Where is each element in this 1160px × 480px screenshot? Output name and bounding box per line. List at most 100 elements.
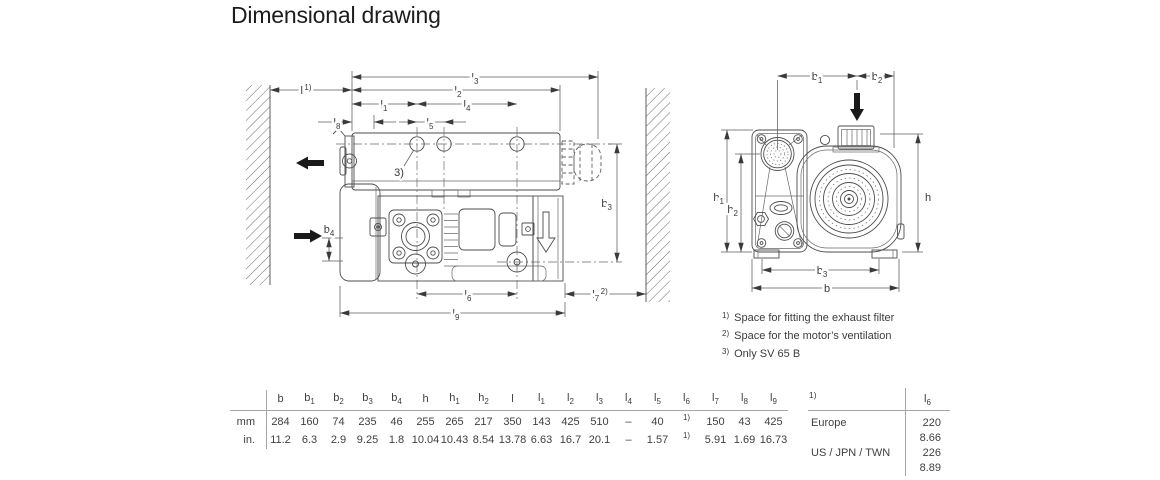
table-cell: 425	[764, 415, 783, 428]
dim-label-b: b	[824, 283, 830, 295]
column-header: h1	[449, 391, 460, 407]
region-label: Europe	[811, 416, 847, 429]
table-cell: 284	[271, 415, 290, 428]
dim-label-b3-front: b3	[817, 265, 828, 279]
table-cell: 43	[738, 415, 751, 428]
right-wall-hatch	[646, 88, 670, 302]
mount-arrow-down	[850, 93, 864, 121]
dim-label-l1: l1	[381, 99, 388, 113]
footnote-text: Space for the motor’s ventilation	[734, 330, 892, 342]
side-port-circle	[506, 251, 528, 273]
region-table-header-rule	[808, 409, 950, 411]
footnote-marker: 3)	[722, 347, 730, 356]
table-cell: 1)	[682, 413, 691, 422]
row-label: in.	[243, 433, 255, 446]
table-cell: –	[625, 415, 632, 428]
footnote-marker: 1)	[722, 311, 730, 320]
note3-leader	[403, 150, 414, 167]
column-header: l3	[596, 391, 603, 407]
foot-right	[871, 249, 898, 259]
footnote-text: Only SV 65 B	[734, 348, 801, 360]
column-header: l8	[741, 391, 748, 407]
table-cell: 150	[706, 415, 725, 428]
front-view-motor	[753, 125, 905, 259]
column-header: h	[422, 393, 429, 405]
dim-label-l6: l6	[465, 289, 472, 303]
row-label: mm	[236, 415, 255, 428]
table-cell: 217	[474, 415, 493, 428]
dim-label-l3: l3	[472, 72, 479, 86]
table-cell: 46	[390, 415, 403, 428]
column-header: l1	[538, 391, 545, 407]
table-cell: 40	[651, 415, 664, 428]
region-label: US / JPN / TWN	[811, 446, 891, 459]
oil-fill-port	[769, 201, 793, 215]
table-cell: 10.43	[440, 433, 469, 446]
dim-label-l8: l8	[334, 117, 341, 131]
table-cell: –	[625, 433, 632, 446]
footnote-text: Space for fitting the exhaust filter	[734, 312, 895, 324]
region-row: 8.89	[808, 460, 950, 475]
dimensional-drawing-svg: 3)	[246, 69, 934, 325]
column-header: l2	[567, 391, 574, 407]
oil-sight-glass	[774, 221, 795, 241]
column-header: l9	[770, 391, 777, 407]
region-table-note-marker: 1)	[809, 390, 817, 400]
terminal-box	[837, 125, 875, 150]
front-view: b1 b2 h1 h2 h b3	[711, 69, 934, 298]
dim-label-l2: l2	[455, 85, 462, 99]
table-cell: 350	[503, 415, 522, 428]
footnotes: 1) Space for fitting the exhaust filter 2…	[722, 311, 895, 366]
dim-label-l4: l4	[464, 99, 471, 113]
table-cell: 9.25	[356, 433, 379, 446]
front-view-flange-plate	[751, 129, 808, 253]
dim-label-l9: l9	[453, 308, 460, 322]
region-row: US / JPN / TWN 226	[808, 445, 950, 460]
dim-label-b4: b4	[324, 224, 335, 238]
dim-label-b3-side: b3	[601, 198, 612, 212]
region-row: 8.66	[808, 430, 950, 445]
dim-label-l7: l72)	[592, 287, 608, 303]
table-cell: 235	[358, 415, 377, 428]
side-view-separator-box	[332, 127, 561, 191]
left-wall-hatch	[246, 85, 270, 285]
column-header: l5	[654, 391, 661, 407]
table-cell: 425	[561, 415, 580, 428]
dim-label-h2: h2	[727, 204, 738, 218]
region-value-in: 8.66	[919, 431, 941, 444]
airflow-arrow-right	[294, 229, 322, 243]
footnote-2: 2)Space for the motor’s ventilation	[722, 329, 894, 342]
table-cell: 6.63	[530, 433, 553, 446]
column-header: b1	[304, 391, 315, 407]
dim-label-b2: b2	[872, 71, 883, 85]
page-title: Dimensional drawing	[231, 2, 441, 28]
table-cell: 2.9	[330, 433, 347, 446]
column-header: l	[511, 393, 514, 405]
column-header: l6	[683, 391, 690, 407]
dim-label-h: h	[925, 192, 931, 204]
exhaust-filter-dashed	[561, 140, 602, 185]
table-cell: 143	[532, 415, 551, 428]
dim-label-h1: h1	[713, 192, 724, 206]
table-cell: 160	[300, 415, 319, 428]
table-cell: 1.69	[733, 433, 756, 446]
region-value-mm: 226	[922, 446, 941, 459]
front-view-dimensions: b1 b2 h1 h2 h b3	[711, 69, 934, 298]
table-cell: 1.8	[388, 433, 405, 446]
table-cell: 1.57	[646, 433, 669, 446]
airflow-symbol	[536, 211, 556, 253]
table-cell: 265	[445, 415, 464, 428]
side-view: 3)	[246, 70, 670, 325]
region-value-in: 8.89	[919, 461, 941, 474]
table-cell: 255	[416, 415, 435, 428]
side-view-pump-body	[339, 183, 564, 282]
table-cell: 16.73	[759, 433, 788, 446]
column-header: b4	[391, 391, 402, 407]
drain-plug	[753, 212, 770, 226]
table-cell: 6.3	[301, 433, 318, 446]
